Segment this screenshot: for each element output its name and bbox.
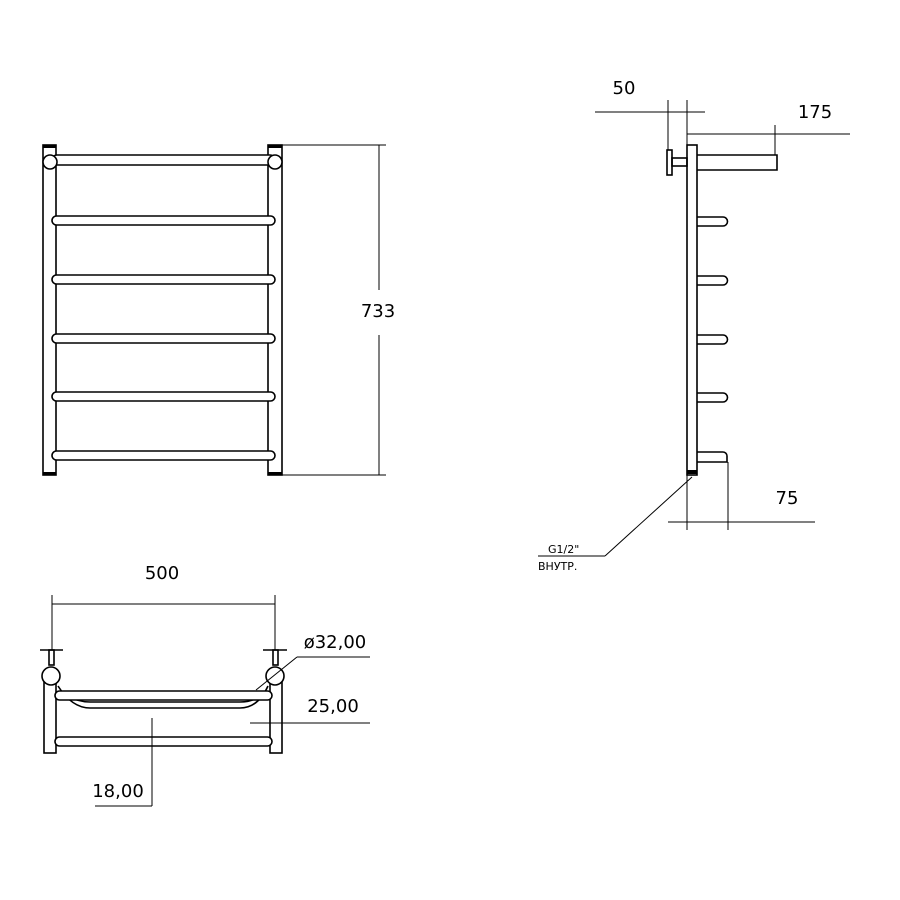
spacing-dimension: 18,00	[92, 781, 144, 802]
bottom-rail-front	[54, 690, 273, 701]
side-top-rail	[697, 154, 778, 171]
side-view: 50 175 75 G1/2" ВНУТР.	[538, 78, 850, 573]
rail-5	[51, 391, 276, 402]
bottom-view: 500 ø32,00 25,00 18,00	[40, 563, 370, 807]
left-mount	[41, 666, 61, 686]
wall-offset-dimension: 50	[613, 78, 636, 99]
left-post	[42, 144, 57, 476]
side-post	[686, 144, 698, 476]
height-dimension: 733	[361, 301, 395, 322]
width-dimension: 500	[145, 563, 179, 584]
rail-4	[51, 333, 276, 344]
top-rail	[51, 154, 276, 166]
connection-offset-dimension: 75	[776, 488, 799, 509]
right-top-mount	[267, 154, 283, 170]
thread-label: G1/2"	[548, 543, 579, 556]
bottom-rail-back	[54, 736, 273, 747]
rail-diameter-dimension: 25,00	[307, 696, 359, 717]
front-view: 733	[42, 144, 395, 476]
depth-dimension: 175	[798, 102, 832, 123]
rail-2	[51, 215, 276, 226]
rail-6	[51, 450, 276, 461]
rail-3	[51, 274, 276, 285]
left-top-mount	[42, 154, 58, 170]
right-post	[267, 144, 283, 476]
thread-note: ВНУТР.	[538, 560, 577, 573]
diameter-dimension: ø32,00	[304, 632, 367, 653]
